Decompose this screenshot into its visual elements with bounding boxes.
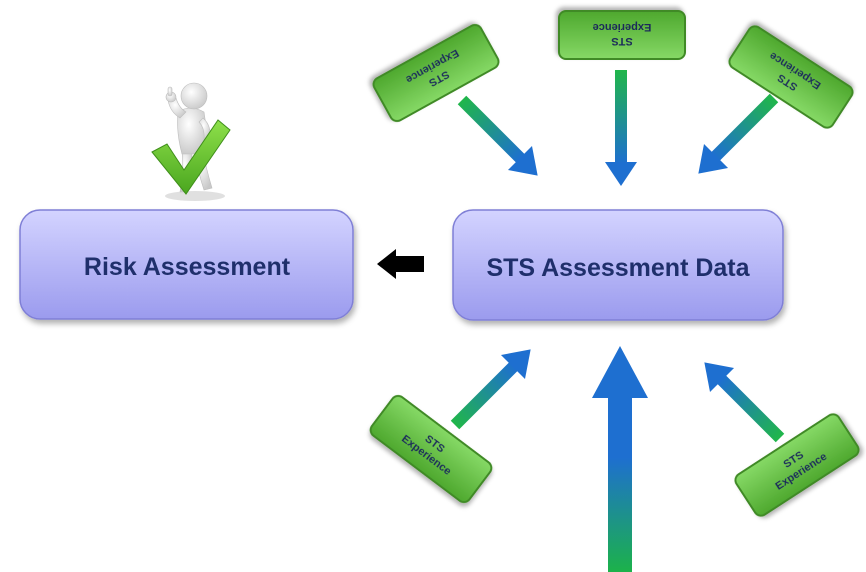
svg-text:Experience: Experience: [593, 21, 652, 33]
person-thumbs-up-icon: [165, 82, 225, 201]
sts-assessment-data-label: STS Assessment Data: [486, 254, 750, 282]
sts-experience-tag-bottom-left: STS Experience: [366, 392, 496, 506]
arrow-top-left: [457, 95, 538, 176]
arrow-top-right: [698, 93, 779, 174]
checkmark-icon: [151, 119, 231, 195]
svg-text:STS: STS: [611, 35, 632, 47]
arrow-top-middle: [605, 70, 637, 186]
arrow-bottom-center-large: [592, 346, 648, 572]
sts-experience-tag-top-right: STS Experience: [725, 22, 857, 132]
arrow-bottom-left: [450, 349, 531, 430]
arrow-bottom-right: [704, 362, 785, 443]
sts-experience-tag-bottom-right: STS Experience: [731, 410, 863, 520]
sts-experience-tag-top-middle: STS Experience: [558, 10, 686, 60]
risk-assessment-box: [19, 209, 354, 320]
arrow-left-icon: [377, 249, 424, 279]
sts-experience-tag-top-left: STS Experience: [370, 21, 502, 125]
risk-assessment-label: Risk Assessment: [84, 253, 291, 281]
sts-assessment-data-box: [452, 209, 784, 321]
